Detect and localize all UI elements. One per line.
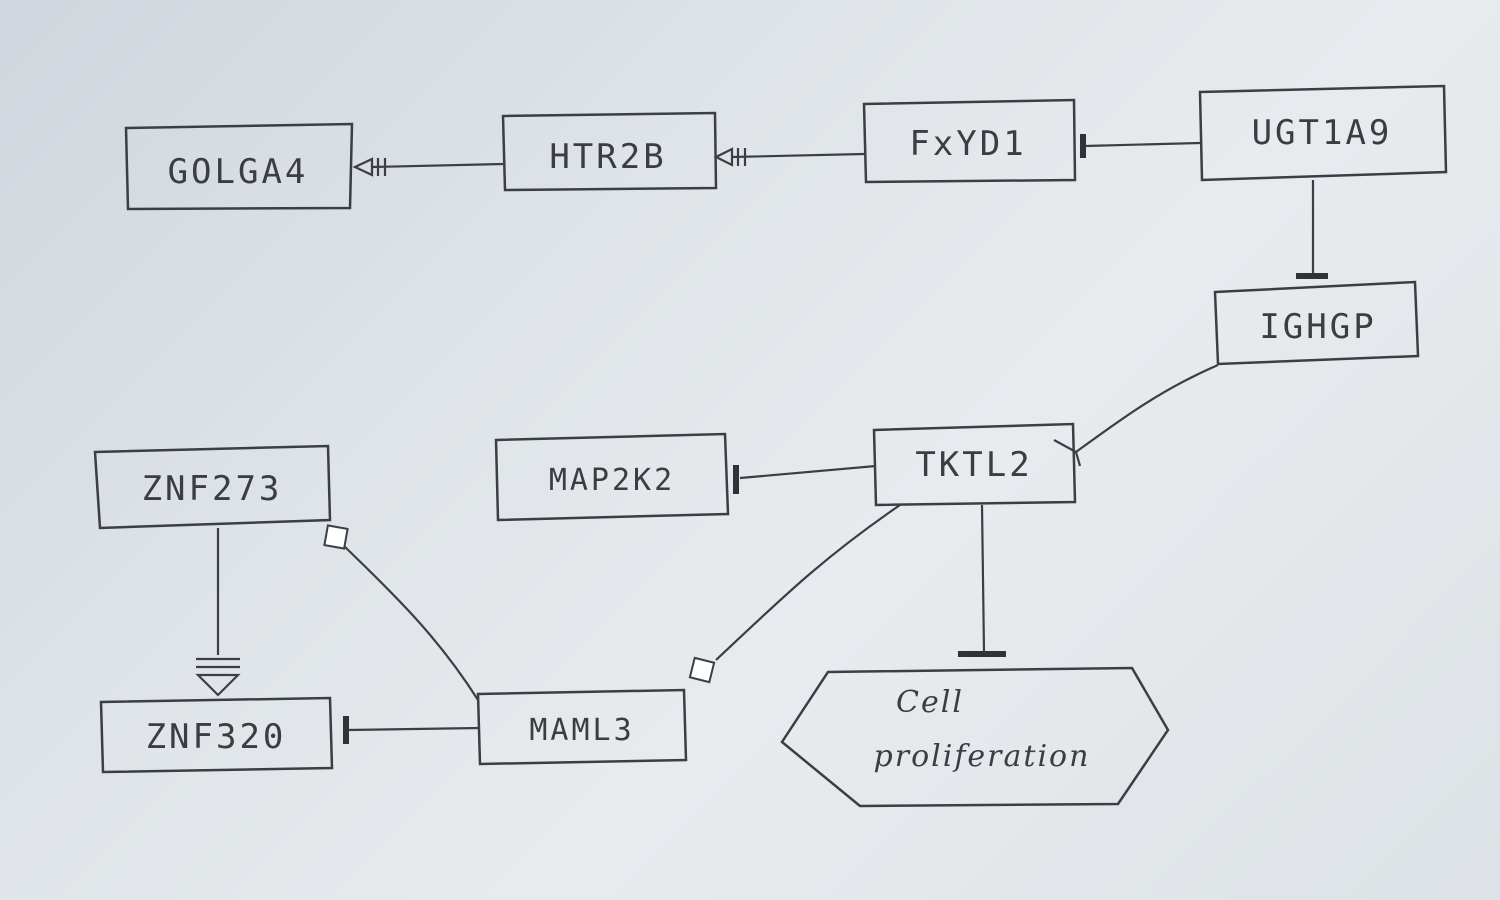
- node-golga4-label: GOLGA4: [168, 152, 309, 192]
- node-maml3-label: MAML3: [529, 713, 634, 748]
- node-znf320[interactable]: ZNF320: [99, 696, 334, 774]
- edge-znf273-znf320: [195, 528, 241, 697]
- node-htr2b[interactable]: HTR2B: [501, 111, 718, 192]
- node-fxyd1[interactable]: FxYD1: [862, 98, 1077, 184]
- node-ugt1a9[interactable]: UGT1A9: [1198, 84, 1448, 182]
- node-znf320-label: ZNF320: [146, 717, 287, 757]
- node-tktl2-label: TKTL2: [915, 445, 1032, 485]
- node-tktl2[interactable]: TKTL2: [872, 422, 1077, 507]
- node-fxyd1-label: FxYD1: [909, 124, 1026, 164]
- edge-znf273-maml3: [323, 524, 479, 701]
- node-ighgp[interactable]: IGHGP: [1213, 280, 1420, 366]
- node-map2k2[interactable]: MAP2K2: [494, 432, 730, 522]
- edge-ugt1a9-fxyd1: [1080, 134, 1201, 158]
- edge-tktl2-proliferation: [958, 504, 1006, 657]
- process-label-line2: proliferation: [874, 739, 1091, 774]
- edge-maml3-znf320: [343, 716, 481, 744]
- edge-tktl2-maml3: [688, 504, 901, 684]
- edge-htr2b-golga4: [352, 157, 504, 177]
- edge-ighgp-tktl2: [1053, 363, 1219, 467]
- edge-tktl2-map2k2: [733, 464, 877, 494]
- node-maml3[interactable]: MAML3: [476, 688, 688, 766]
- edge-fxyd1-htr2b: [713, 147, 865, 167]
- node-ighgp-label: IGHGP: [1259, 307, 1376, 347]
- edge-ugt1a9-ighgp: [1296, 180, 1328, 279]
- process-cell-proliferation[interactable]: Cell proliferation: [780, 666, 1170, 808]
- node-znf273[interactable]: ZNF273: [93, 444, 332, 530]
- node-map2k2-label: MAP2K2: [549, 463, 675, 498]
- process-label-line1: Cell: [896, 685, 964, 720]
- node-znf273-label: ZNF273: [142, 469, 283, 509]
- node-htr2b-label: HTR2B: [549, 137, 666, 177]
- node-golga4[interactable]: GOLGA4: [124, 122, 354, 211]
- node-ugt1a9-label: UGT1A9: [1252, 113, 1393, 153]
